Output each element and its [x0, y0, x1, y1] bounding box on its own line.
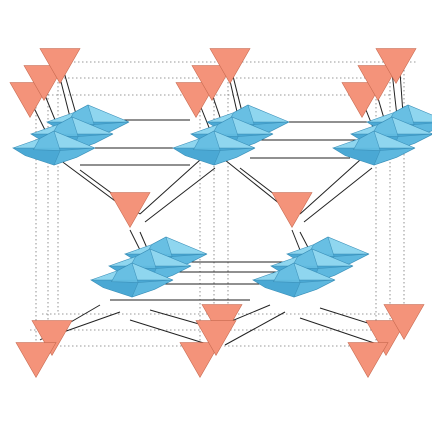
- bipyramid-side-face: [131, 279, 174, 298]
- bond-line: [129, 229, 141, 251]
- triangle: [109, 192, 151, 229]
- triangle-face: [347, 342, 389, 379]
- triangle: [31, 320, 73, 357]
- triangle: [341, 82, 383, 119]
- triangle-face: [23, 65, 65, 102]
- bond-line: [299, 317, 381, 346]
- triangle-face: [341, 82, 383, 119]
- triangle-face: [383, 304, 425, 341]
- triangle: [347, 342, 389, 379]
- triangle-face: [209, 48, 251, 85]
- triangle-face: [15, 342, 57, 379]
- triangle-face: [195, 320, 237, 357]
- triangle: [383, 304, 425, 341]
- bipyramid-side-face: [293, 279, 336, 298]
- bipyramid: [171, 130, 256, 166]
- triangle: [357, 65, 399, 102]
- triangle-face: [31, 320, 73, 357]
- triangle: [375, 48, 417, 85]
- triangle-face: [175, 82, 217, 119]
- triangle: [179, 342, 221, 379]
- bond-line: [291, 229, 301, 251]
- bond-line: [224, 311, 286, 346]
- triangle-face: [39, 48, 81, 85]
- triangle: [271, 192, 313, 229]
- triangle: [365, 320, 407, 357]
- triangle: [175, 82, 217, 119]
- triangle-face: [109, 192, 151, 229]
- triangle: [15, 342, 57, 379]
- triangle: [195, 320, 237, 357]
- orange-triangle-units: [9, 48, 425, 379]
- bipyramid: [251, 262, 336, 298]
- triangle: [23, 65, 65, 102]
- triangle: [209, 48, 251, 85]
- bond-line: [299, 159, 361, 215]
- triangle: [39, 48, 81, 85]
- bipyramid-side-face: [213, 147, 256, 166]
- bipyramid: [331, 130, 416, 166]
- bipyramid: [11, 130, 96, 166]
- blue-bipyramid-clusters: [11, 104, 432, 298]
- triangle-face: [271, 192, 313, 229]
- bipyramid-side-face: [373, 147, 416, 166]
- bond-line: [129, 319, 211, 346]
- bond-line: [144, 167, 216, 223]
- triangle: [191, 65, 233, 102]
- bipyramid: [89, 262, 174, 298]
- bond-line: [139, 159, 201, 215]
- bond-line: [303, 167, 373, 223]
- bipyramid-side-face: [53, 147, 96, 166]
- triangle-face: [179, 342, 221, 379]
- triangle-face: [375, 48, 417, 85]
- triangle-face: [191, 65, 233, 102]
- triangle-face: [365, 320, 407, 357]
- triangle-face: [357, 65, 399, 102]
